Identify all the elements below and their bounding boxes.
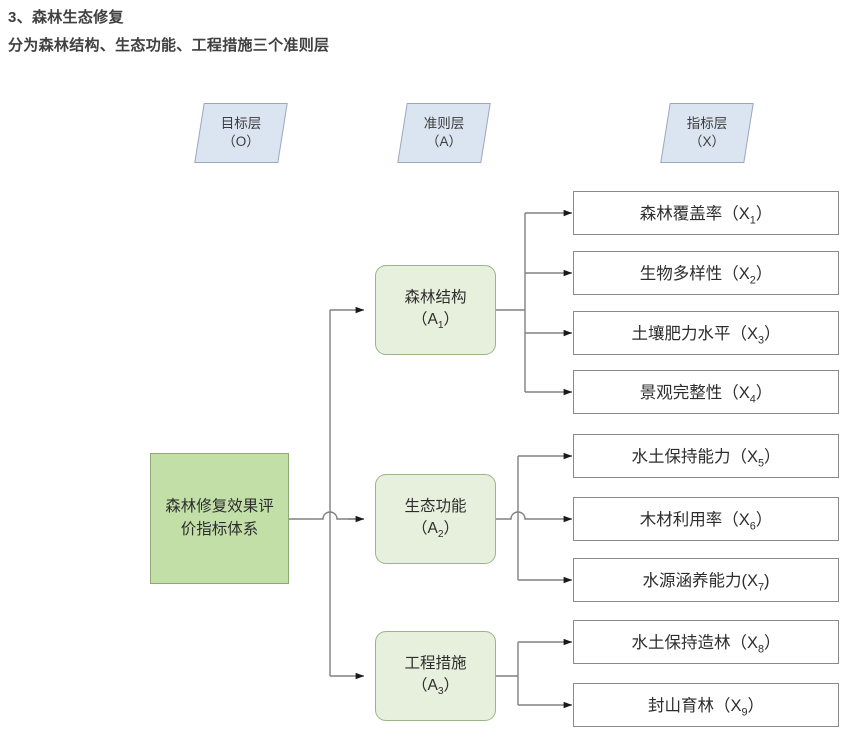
section-heading-2: 分为森林结构、生态功能、工程措施三个准则层 xyxy=(8,37,330,54)
layer-label-criterion: 准则层 （A） xyxy=(402,115,486,151)
indicator-node-x7[interactable]: 水源涵养能力(X7) xyxy=(573,558,839,602)
indicator-x5-tail: ） xyxy=(764,447,781,466)
criterion-a2-code: A xyxy=(427,519,438,537)
indicator-node-x9[interactable]: 封山育林（X9） xyxy=(573,683,839,727)
indicator-x3-tail: ） xyxy=(764,324,781,343)
goal-node[interactable]: 森林修复效果评价指标体系 xyxy=(150,453,289,584)
goal-node-label: 森林修复效果评价指标体系 xyxy=(165,498,274,538)
indicator-x9-index: 9 xyxy=(741,706,748,719)
indicator-x2-tail: ） xyxy=(755,264,773,283)
indicator-x1-tail: ） xyxy=(755,204,773,223)
criterion-a3-index: 3 xyxy=(437,685,444,697)
indicator-x2-index: 2 xyxy=(749,274,756,287)
indicator-x7-index: 7 xyxy=(757,581,765,594)
layer-label-goal: 目标层 （O） xyxy=(199,115,283,151)
criterion-a2-index: 2 xyxy=(437,528,444,540)
indicator-x7-tail: ) xyxy=(764,571,770,590)
indicator-x4-index: 4 xyxy=(749,393,756,406)
criterion-a2-name: 生态功能 xyxy=(404,497,467,515)
indicator-node-x1[interactable]: 森林覆盖率（X1） xyxy=(573,191,839,235)
indicator-node-x2[interactable]: 生物多样性（X2） xyxy=(573,251,839,295)
criterion-node-a2[interactable]: 生态功能 （A2） xyxy=(375,474,496,564)
indicator-x9-tail: ） xyxy=(747,696,765,715)
indicator-x6-label: 木材利用率（X xyxy=(639,510,750,529)
layer-label-goal-code: （O） xyxy=(222,134,260,150)
indicator-node-x8[interactable]: 水土保持造林（X8） xyxy=(573,620,839,664)
indicator-x8-label: 水土保持造林（X xyxy=(631,633,758,652)
indicator-node-x4[interactable]: 景观完整性（X4） xyxy=(573,370,839,414)
layer-label-indicator: 指标层 （X） xyxy=(665,115,749,151)
layer-label-goal-name: 目标层 xyxy=(220,116,262,131)
indicator-x2-label: 生物多样性（X xyxy=(639,264,750,283)
indicator-x3-label: 土壤肥力水平（X xyxy=(631,324,758,343)
indicator-x6-index: 6 xyxy=(749,520,756,533)
indicator-x6-tail: ） xyxy=(755,510,773,529)
indicator-x7-label: 水源涵养能力(X xyxy=(642,571,758,590)
indicator-x8-index: 8 xyxy=(757,643,765,656)
indicator-x1-index: 1 xyxy=(749,214,756,227)
indicator-x4-tail: ） xyxy=(755,383,773,402)
layer-label-indicator-name: 指标层 xyxy=(686,116,728,131)
criterion-a1-code: A xyxy=(427,310,438,328)
layer-label-indicator-code: （X） xyxy=(688,134,725,150)
criterion-a1-index: 1 xyxy=(437,319,444,331)
criterion-a3-name: 工程措施 xyxy=(404,654,467,672)
layer-label-criterion-code: （A） xyxy=(425,134,462,150)
indicator-node-x3[interactable]: 土壤肥力水平（X3） xyxy=(573,311,839,355)
indicator-x3-index: 3 xyxy=(757,334,765,347)
criterion-a3-code: A xyxy=(427,676,438,694)
indicator-node-x5[interactable]: 水土保持能力（X5） xyxy=(573,434,839,478)
indicator-x1-label: 森林覆盖率（X xyxy=(639,204,750,223)
indicator-x9-label: 封山育林（X xyxy=(647,696,742,715)
layer-label-criterion-name: 准则层 xyxy=(423,116,465,131)
criterion-node-a3[interactable]: 工程措施 （A3） xyxy=(375,631,496,721)
indicator-x5-label: 水土保持能力（X xyxy=(631,447,758,466)
indicator-node-x6[interactable]: 木材利用率（X6） xyxy=(573,497,839,541)
indicator-x8-tail: ） xyxy=(764,633,781,652)
criterion-a1-name: 森林结构 xyxy=(404,288,467,306)
indicator-x5-index: 5 xyxy=(757,457,765,470)
section-heading-1: 3、森林生态修复 xyxy=(8,9,124,26)
indicator-x4-label: 景观完整性（X xyxy=(639,383,750,402)
criterion-node-a1[interactable]: 森林结构 （A1） xyxy=(375,265,496,355)
